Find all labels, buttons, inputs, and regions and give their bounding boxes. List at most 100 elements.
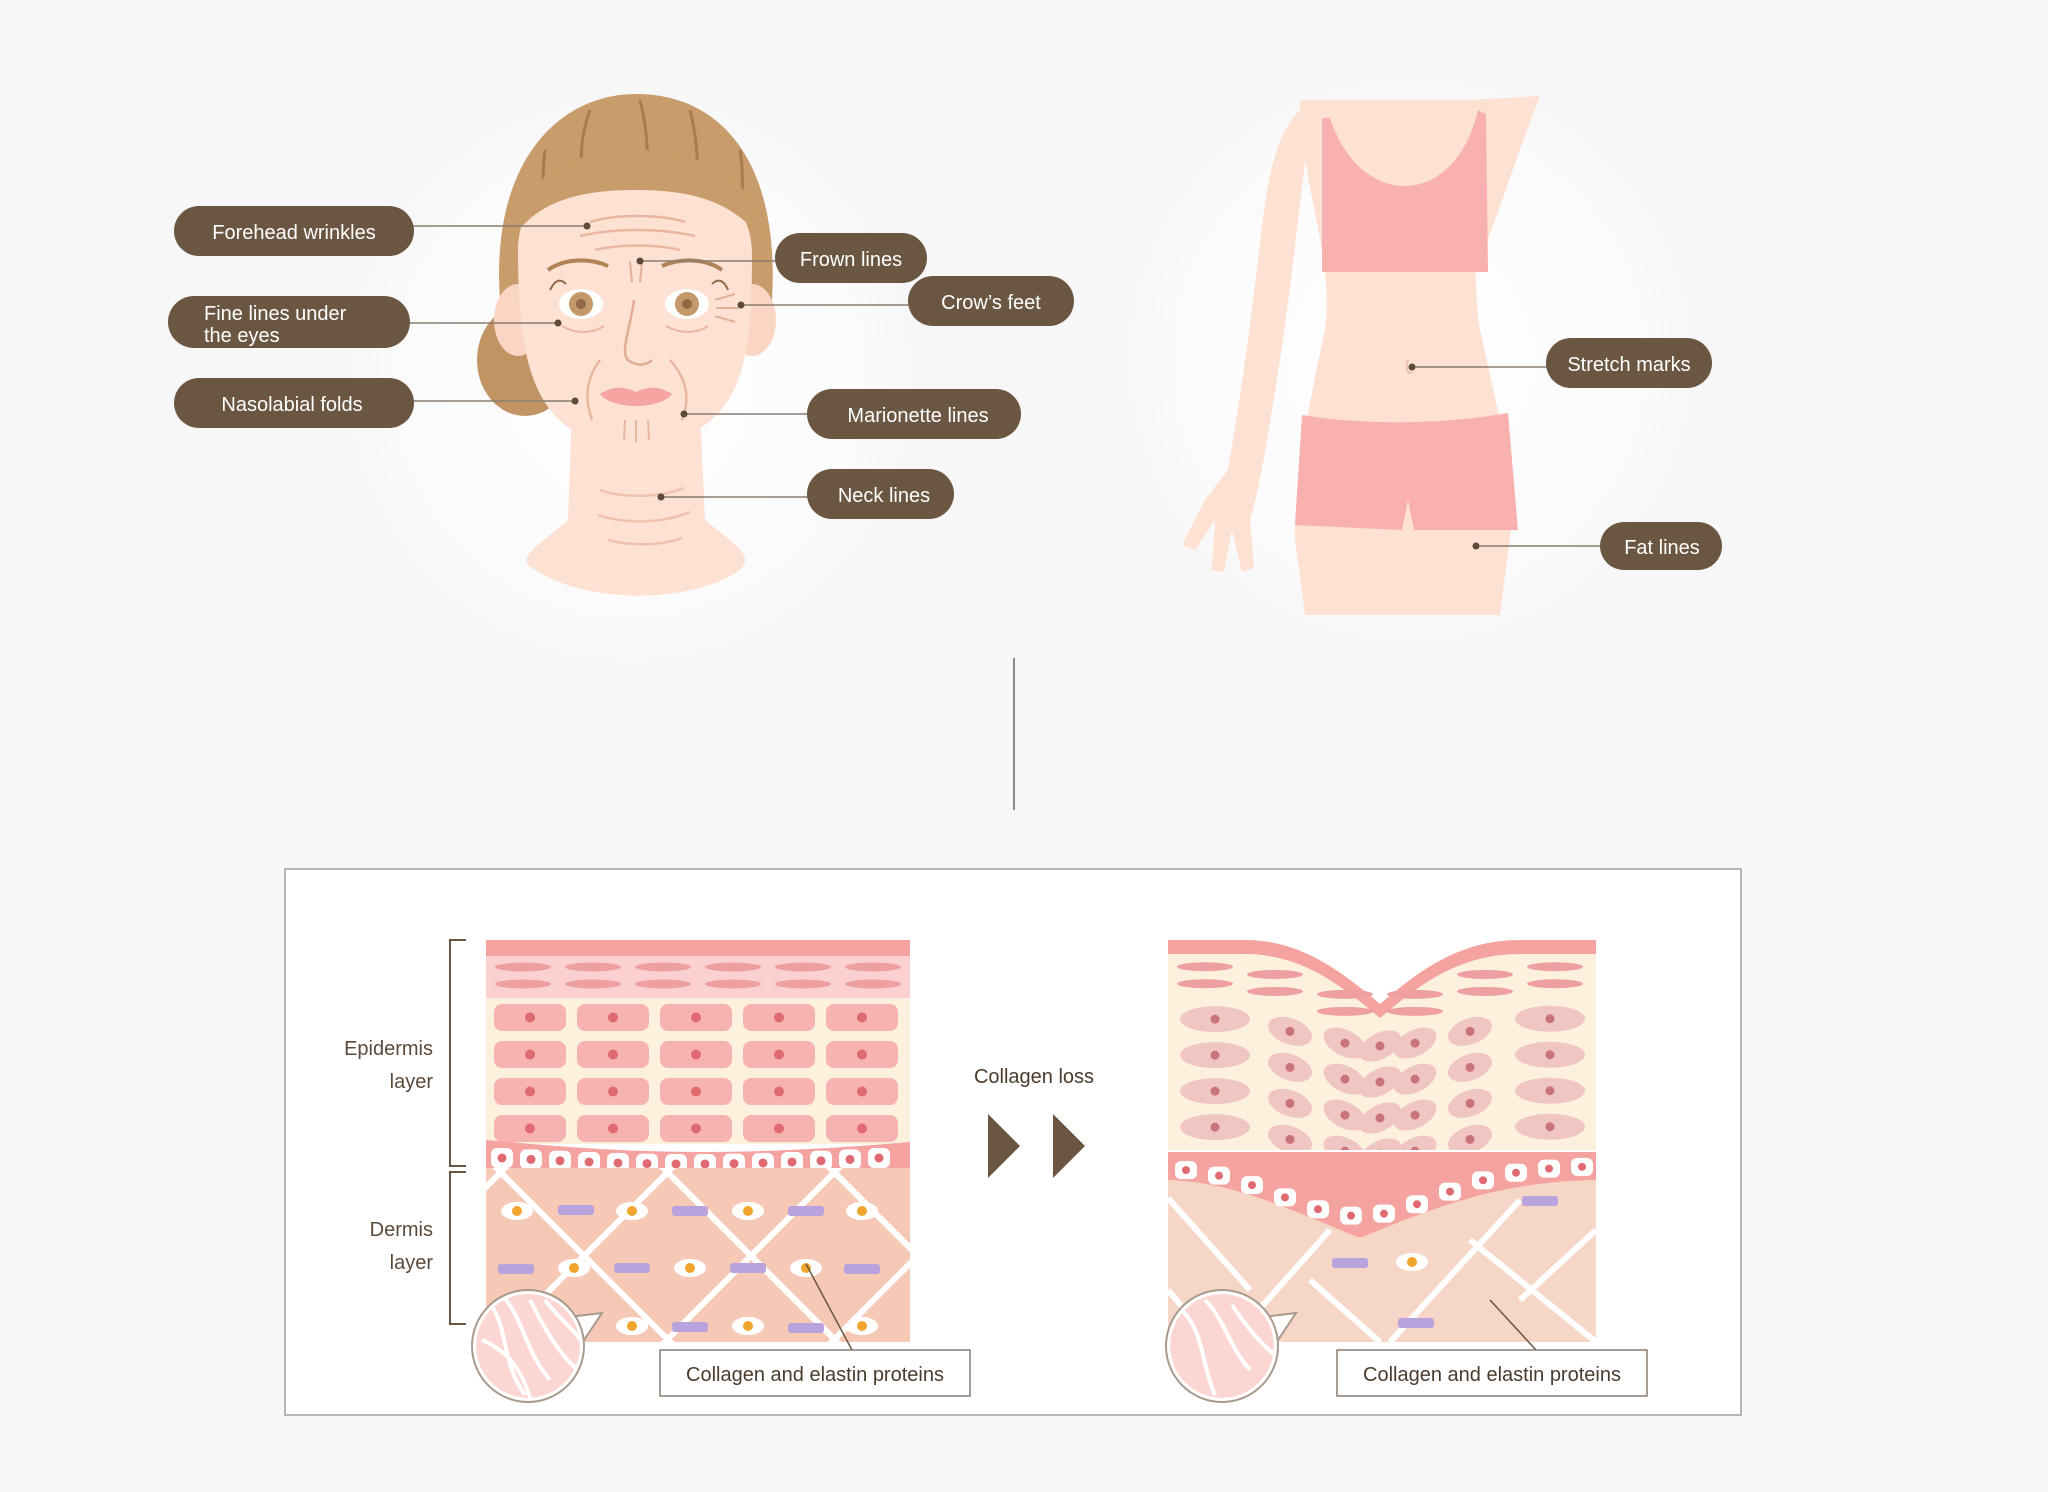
broken-collagen-fiber xyxy=(1517,1227,1596,1303)
aged-cell-nucleus xyxy=(1465,1062,1475,1072)
fibroblast-nucleus xyxy=(743,1206,753,1216)
aged-top-layer xyxy=(1168,940,1596,1018)
broken-collagen-fiber xyxy=(1168,1196,1253,1292)
aged-cell-nucleus xyxy=(1340,1038,1350,1048)
label-neck-lines: Neck lines xyxy=(807,469,954,519)
flat-cell xyxy=(565,962,621,972)
zoom-fibers-right xyxy=(1180,1298,1274,1396)
aged-cell-nucleus xyxy=(1285,1134,1295,1144)
flat-cell xyxy=(1177,979,1233,989)
dot-frown xyxy=(636,257,644,265)
aged-basal-nucleus xyxy=(1314,1205,1322,1214)
aged-cell xyxy=(1515,1077,1585,1104)
label-forehead-wrinkles: Forehead wrinkles xyxy=(174,206,414,256)
aged-cell xyxy=(1515,1041,1585,1068)
flat-cell xyxy=(705,962,761,972)
cell-nucleus xyxy=(525,1012,535,1023)
lips xyxy=(600,387,672,406)
aged-cell-nucleus xyxy=(1340,1074,1350,1084)
aged-cell-nucleus xyxy=(1410,1110,1420,1120)
zoom-fibers-left xyxy=(481,1296,580,1398)
dot-stretch xyxy=(1408,363,1416,371)
aged-basal-nucleus xyxy=(1413,1200,1421,1209)
aged-basal-nucleus xyxy=(1446,1187,1454,1196)
label-frown-text: Frown lines xyxy=(800,249,902,271)
flat-cell xyxy=(1457,986,1513,996)
label-fat-lines: Fat lines xyxy=(1600,522,1722,570)
label-crows-feet: Crow’s feet xyxy=(908,276,1074,326)
flat-cell xyxy=(1527,962,1583,972)
label-marionette-lines: Marionette lines xyxy=(807,389,1021,439)
cell-nucleus xyxy=(691,1049,701,1060)
flat-cell xyxy=(1457,969,1513,979)
cell-nucleus xyxy=(691,1012,701,1023)
cell-nucleus xyxy=(857,1049,867,1060)
basal-nucleus xyxy=(497,1153,507,1163)
basal-cells xyxy=(491,1148,890,1174)
aged-flat-cells xyxy=(1177,962,1583,1016)
label-marionette-text: Marionette lines xyxy=(847,405,988,427)
flat-cell xyxy=(775,979,831,989)
cell-nucleus xyxy=(608,1012,618,1023)
label-fine-lines-under-eyes: Fine lines under the eyes xyxy=(168,296,410,348)
cell-nucleus xyxy=(691,1123,701,1134)
aged-cell-nucleus xyxy=(1545,1122,1555,1132)
collagen-loss-text: Collagen loss xyxy=(974,1066,1094,1088)
basal-nucleus xyxy=(584,1157,594,1167)
aged-cell-nucleus xyxy=(1285,1098,1295,1108)
elastin-fiber xyxy=(788,1323,824,1333)
aged-cell-nucleus xyxy=(1465,1134,1475,1144)
label-nasolabial-folds: Nasolabial folds xyxy=(174,378,414,428)
basal-nucleus xyxy=(845,1154,855,1164)
caption-left-box xyxy=(659,1349,971,1397)
basal-nucleus xyxy=(874,1153,884,1163)
aged-cell-nucleus xyxy=(1545,1086,1555,1096)
label-under-eyes-text-1: Fine lines under xyxy=(204,303,347,325)
flat-cell xyxy=(1247,986,1303,996)
label-frown-lines: Frown lines xyxy=(775,233,927,283)
cell-nucleus xyxy=(525,1049,535,1060)
healthy-skin-block xyxy=(486,940,910,1342)
arrow-1 xyxy=(988,1114,1020,1178)
aged-basal-nucleus xyxy=(1182,1166,1190,1175)
dot-fat xyxy=(1472,542,1480,550)
aged-cell-nucleus xyxy=(1410,1074,1420,1084)
basal-nucleus xyxy=(700,1159,710,1169)
caption-left-text: Collagen and elastin proteins xyxy=(686,1364,944,1386)
collagen-loss-indicator: Collagen loss xyxy=(974,1066,1094,1178)
fibroblast-nucleus xyxy=(743,1321,753,1331)
aged-basal-nucleus xyxy=(1248,1181,1256,1190)
body-leader-lines xyxy=(1408,363,1601,550)
fibroblast-nucleus xyxy=(857,1321,867,1331)
elastin-fiber xyxy=(1522,1196,1558,1206)
elastin-fiber xyxy=(614,1263,650,1273)
neck xyxy=(526,410,746,596)
dot-crows xyxy=(737,301,745,309)
aged-basal-nucleus xyxy=(1380,1209,1388,1218)
flat-cell xyxy=(1527,979,1583,989)
label-stretch-text: Stretch marks xyxy=(1567,354,1690,376)
aged-basal-nucleus xyxy=(1578,1162,1586,1171)
basal-nucleus xyxy=(642,1159,652,1169)
aged-cell-nucleus xyxy=(1285,1026,1295,1036)
aged-basal-cells xyxy=(1175,1157,1593,1225)
shorts xyxy=(1295,413,1518,530)
fibroblast-nucleus xyxy=(685,1263,695,1273)
aged-cell xyxy=(1447,1088,1493,1118)
chin-lines xyxy=(623,419,650,442)
aged-cell-nucleus xyxy=(1465,1098,1475,1108)
elastin-fiber xyxy=(672,1322,708,1332)
epidermis-cells xyxy=(494,1004,898,1142)
aged-cell-nucleus xyxy=(1375,1113,1385,1123)
fibroblast-nucleus xyxy=(512,1206,522,1216)
aged-cell xyxy=(1180,1078,1250,1105)
broken-collagen-fiber xyxy=(1308,1277,1382,1342)
left-brow xyxy=(546,258,609,272)
aged-cell xyxy=(1447,1124,1493,1154)
basal-nucleus xyxy=(526,1154,536,1164)
aged-cell-nucleus xyxy=(1465,1026,1475,1036)
aged-cell xyxy=(1447,1052,1493,1082)
top-layer xyxy=(486,940,910,956)
aged-cell-nucleus xyxy=(1410,1038,1420,1048)
aged-cell xyxy=(1267,1088,1313,1118)
